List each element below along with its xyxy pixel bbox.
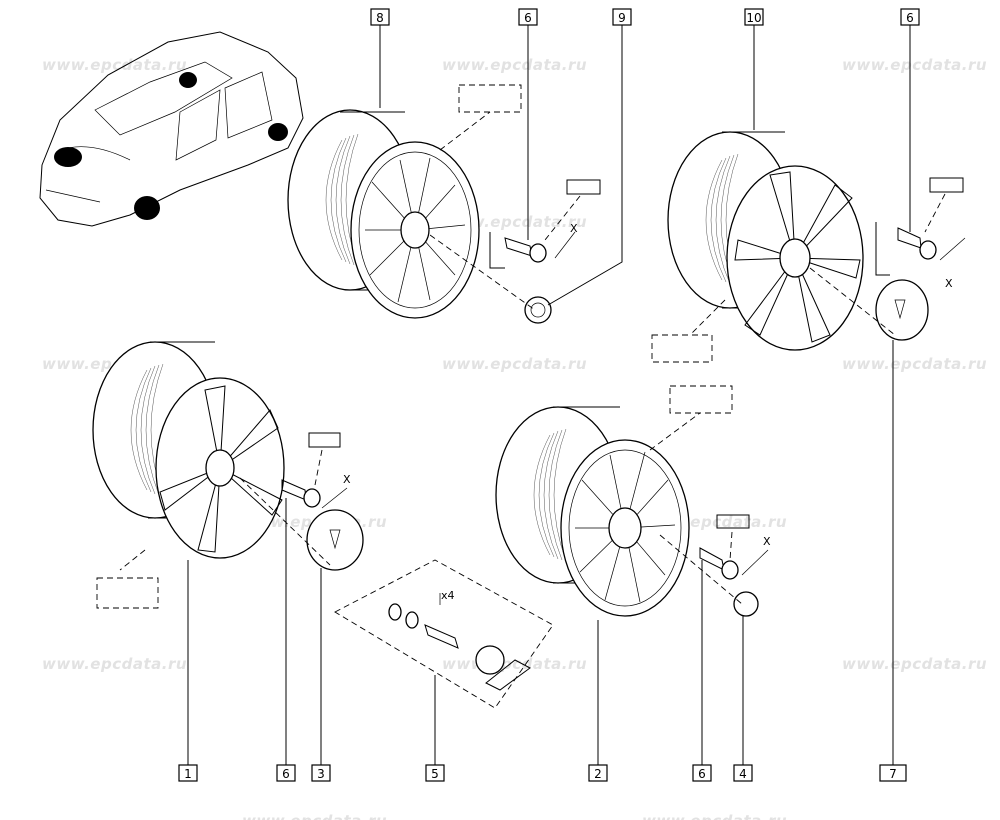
- wheel-2: [495, 406, 690, 617]
- bolt-6d: [897, 227, 937, 260]
- x-mark: X: [945, 277, 953, 290]
- watermark: www.epcdata.ru: [42, 655, 187, 673]
- watermark: www.epcdata.ru: [842, 355, 987, 373]
- svg-text:10: 10: [746, 11, 761, 25]
- watermark: www.epcdata.ru: [442, 56, 587, 74]
- center-cap-8: [524, 296, 552, 324]
- hub-cap-10: [875, 279, 929, 341]
- svg-text:9: 9: [618, 11, 626, 25]
- callout-6-bottom-left: 6: [276, 764, 296, 782]
- lock-nut-4: [733, 591, 759, 617]
- bolt-6c: [699, 547, 739, 580]
- watermark: www.epcdata.ru: [442, 355, 587, 373]
- bolt-6a: [504, 237, 547, 263]
- wheel-7: [287, 109, 480, 319]
- callout-10: 7: [879, 764, 907, 782]
- watermark: www.epcdata.ru: [842, 655, 987, 673]
- quantity-label: x4: [441, 589, 455, 602]
- callout-2: 2: [588, 764, 608, 782]
- callout-1: 1: [178, 764, 198, 782]
- callout-6-top-right: 6: [900, 8, 920, 26]
- watermark: www.epcdata.ru: [442, 655, 587, 673]
- svg-text:6: 6: [698, 767, 706, 781]
- x-mark: X: [763, 535, 771, 548]
- callout-4: 4: [733, 764, 753, 782]
- watermark: www.epcdata.ru: [42, 56, 187, 74]
- svg-text:4: 4: [739, 767, 747, 781]
- svg-text:2: 2: [594, 767, 602, 781]
- watermark: www.epcdata.ru: [642, 812, 787, 820]
- svg-text:6: 6: [282, 767, 290, 781]
- bolt-6b: [281, 479, 321, 508]
- anti-theft-kit-5: x4: [334, 559, 554, 709]
- wheel-marker: [268, 123, 288, 141]
- wheel-1: [92, 341, 285, 559]
- svg-text:6: 6: [906, 11, 914, 25]
- wheel-marker: [179, 72, 197, 88]
- hub-cap-3: [306, 509, 364, 571]
- wheel-9: [667, 131, 864, 351]
- callout-3: 3: [311, 764, 331, 782]
- wheel-marker: [134, 196, 160, 220]
- wheel-marker: [54, 147, 82, 167]
- callout-9: 10: [744, 8, 764, 26]
- callout-8: 9: [612, 8, 632, 26]
- svg-text:6: 6: [524, 11, 532, 25]
- svg-text:5: 5: [431, 767, 439, 781]
- x-mark: X: [343, 473, 351, 486]
- leader-lines: [187, 25, 911, 765]
- svg-text:8: 8: [376, 11, 384, 25]
- callout-6-bottom-center: 6: [692, 764, 712, 782]
- car-illustration: [39, 31, 304, 227]
- svg-text:3: 3: [317, 767, 325, 781]
- callout-5: 5: [425, 764, 445, 782]
- x-mark: X: [570, 222, 578, 235]
- watermark: www.epcdata.ru: [842, 56, 987, 74]
- callout-6-top-center: 6: [518, 8, 538, 26]
- watermark: www.epcdata.ru: [242, 812, 387, 820]
- svg-text:7: 7: [889, 767, 897, 781]
- svg-text:1: 1: [184, 767, 192, 781]
- callout-7: 8: [370, 8, 390, 26]
